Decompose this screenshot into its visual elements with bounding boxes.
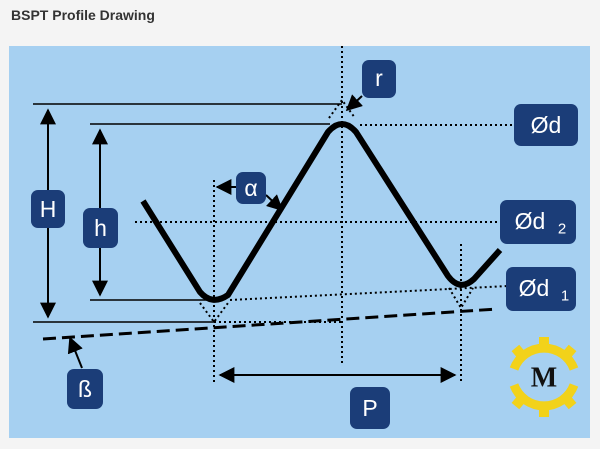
thread-profile-curve bbox=[140, 121, 503, 303]
taper-line bbox=[42, 307, 498, 341]
brand-logo: M bbox=[509, 337, 579, 417]
label-h-text: h bbox=[94, 215, 107, 241]
label-H-text: H bbox=[40, 196, 57, 222]
label-minor-diameter-text: Ød bbox=[519, 275, 550, 301]
beta-leader-arrow bbox=[67, 336, 83, 369]
label-r-text: r bbox=[375, 65, 383, 91]
label-P-text: P bbox=[362, 395, 377, 421]
minor-diameter-line bbox=[229, 285, 509, 301]
label-P: P bbox=[350, 387, 390, 429]
label-r: r bbox=[362, 60, 396, 98]
label-h: h bbox=[83, 208, 118, 248]
label-H: H bbox=[31, 190, 65, 228]
label-beta-text: ß bbox=[78, 376, 92, 402]
construction-lines bbox=[135, 46, 515, 384]
label-minor-diameter: Ød 1 bbox=[506, 267, 576, 311]
r-leader-arrow bbox=[345, 94, 363, 112]
label-alpha-text: α bbox=[244, 175, 257, 201]
label-alpha: α bbox=[236, 172, 266, 204]
label-pitch-diameter-text: Ød bbox=[515, 208, 546, 234]
label-pitch-diameter: Ød 2 bbox=[500, 200, 576, 244]
label-major-diameter: Ød bbox=[514, 104, 578, 146]
label-major-diameter-text: Ød bbox=[531, 112, 562, 138]
extension-lines bbox=[33, 103, 342, 323]
label-beta: ß bbox=[67, 369, 103, 409]
label-minor-diameter-subscript: 1 bbox=[561, 288, 569, 305]
brand-logo-letter: M bbox=[531, 363, 557, 394]
page-title: BSPT Profile Drawing bbox=[11, 7, 155, 23]
label-pitch-diameter-subscript: 2 bbox=[558, 221, 566, 238]
